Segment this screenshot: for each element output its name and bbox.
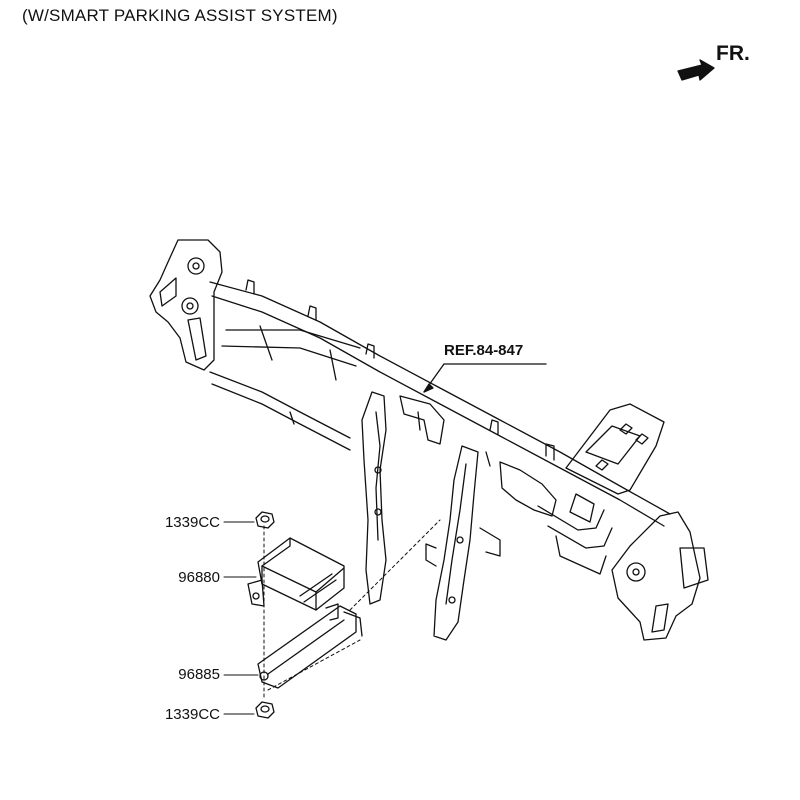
cowl-cross-member: [149, 239, 709, 641]
part-label-nut-upper: 1339CC: [164, 514, 220, 531]
reference-leader-line: [423, 363, 547, 393]
nut-lower: [255, 701, 275, 719]
nut-upper: [255, 511, 275, 529]
part-label-bracket: 96885: [178, 666, 220, 683]
parking-assist-control-unit: [247, 537, 345, 621]
mounting-bracket: [257, 605, 363, 689]
part-leader-lines: [223, 521, 259, 715]
assembly-lines: [263, 519, 441, 701]
front-direction-arrow-icon: [677, 59, 715, 81]
diagram-title: (W/SMART PARKING ASSIST SYSTEM): [22, 6, 338, 25]
part-label-control-unit: 96880: [178, 569, 220, 586]
reference-label: REF.84-847: [444, 342, 524, 359]
part-label-nut-lower: 1339CC: [164, 706, 220, 723]
front-direction-label: FR.: [716, 42, 750, 65]
